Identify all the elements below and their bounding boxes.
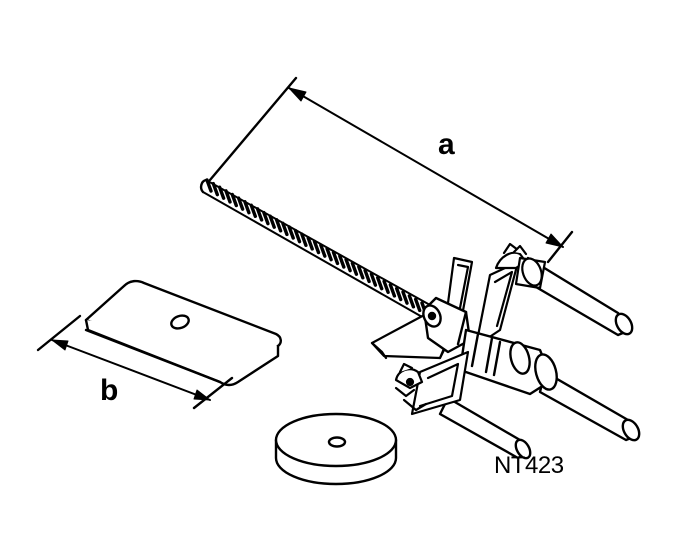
thread-mark bbox=[382, 279, 390, 294]
thread-mark bbox=[224, 189, 232, 204]
thread-mark bbox=[376, 276, 384, 291]
thread-mark bbox=[230, 192, 239, 208]
thread-mark bbox=[407, 294, 416, 309]
thread-mark bbox=[344, 257, 352, 273]
thread-mark bbox=[300, 232, 308, 248]
thread-mark bbox=[388, 283, 397, 298]
threaded-rod bbox=[199, 178, 431, 319]
dimension-a-lines bbox=[208, 76, 574, 264]
rod-threads bbox=[205, 178, 428, 316]
thread-mark bbox=[255, 207, 264, 222]
thread-mark bbox=[319, 243, 327, 258]
round-disc bbox=[274, 412, 398, 486]
thread-mark bbox=[414, 297, 422, 313]
thread-mark bbox=[401, 290, 409, 305]
thread-mark bbox=[306, 236, 314, 251]
thread-mark bbox=[281, 221, 289, 237]
thread-mark bbox=[350, 261, 359, 276]
thread-mark bbox=[243, 199, 251, 215]
dimension-a-label: a bbox=[438, 128, 455, 161]
thread-mark bbox=[262, 210, 270, 226]
thread-mark bbox=[331, 250, 340, 266]
thread-mark bbox=[357, 265, 365, 280]
thread-mark bbox=[217, 185, 226, 200]
thread-mark bbox=[211, 181, 220, 197]
thread-mark bbox=[268, 214, 276, 229]
thread-mark bbox=[325, 246, 333, 262]
thread-mark bbox=[363, 268, 371, 284]
hex-nut bbox=[422, 296, 472, 354]
rectangular-pad bbox=[84, 279, 282, 387]
thread-mark bbox=[236, 196, 245, 211]
upper-jaw-assembly bbox=[444, 242, 547, 348]
thread-mark bbox=[205, 178, 213, 193]
thread-mark bbox=[274, 218, 283, 233]
thread-mark bbox=[293, 228, 302, 244]
thread-mark bbox=[249, 203, 258, 219]
lower-jaw-assembly bbox=[394, 350, 470, 416]
thread-mark bbox=[395, 286, 403, 302]
figure-code-label: NT423 bbox=[494, 452, 564, 479]
lower-left-rod bbox=[438, 396, 532, 460]
lower-guide-rod bbox=[538, 370, 641, 442]
dimension-b-lines bbox=[36, 314, 234, 410]
dimension-b-label: b bbox=[100, 374, 119, 407]
thread-mark bbox=[312, 239, 321, 255]
thread-mark bbox=[369, 272, 378, 287]
central-sleeve bbox=[458, 328, 558, 396]
thread-mark bbox=[338, 254, 346, 269]
thread-mark bbox=[287, 225, 295, 240]
